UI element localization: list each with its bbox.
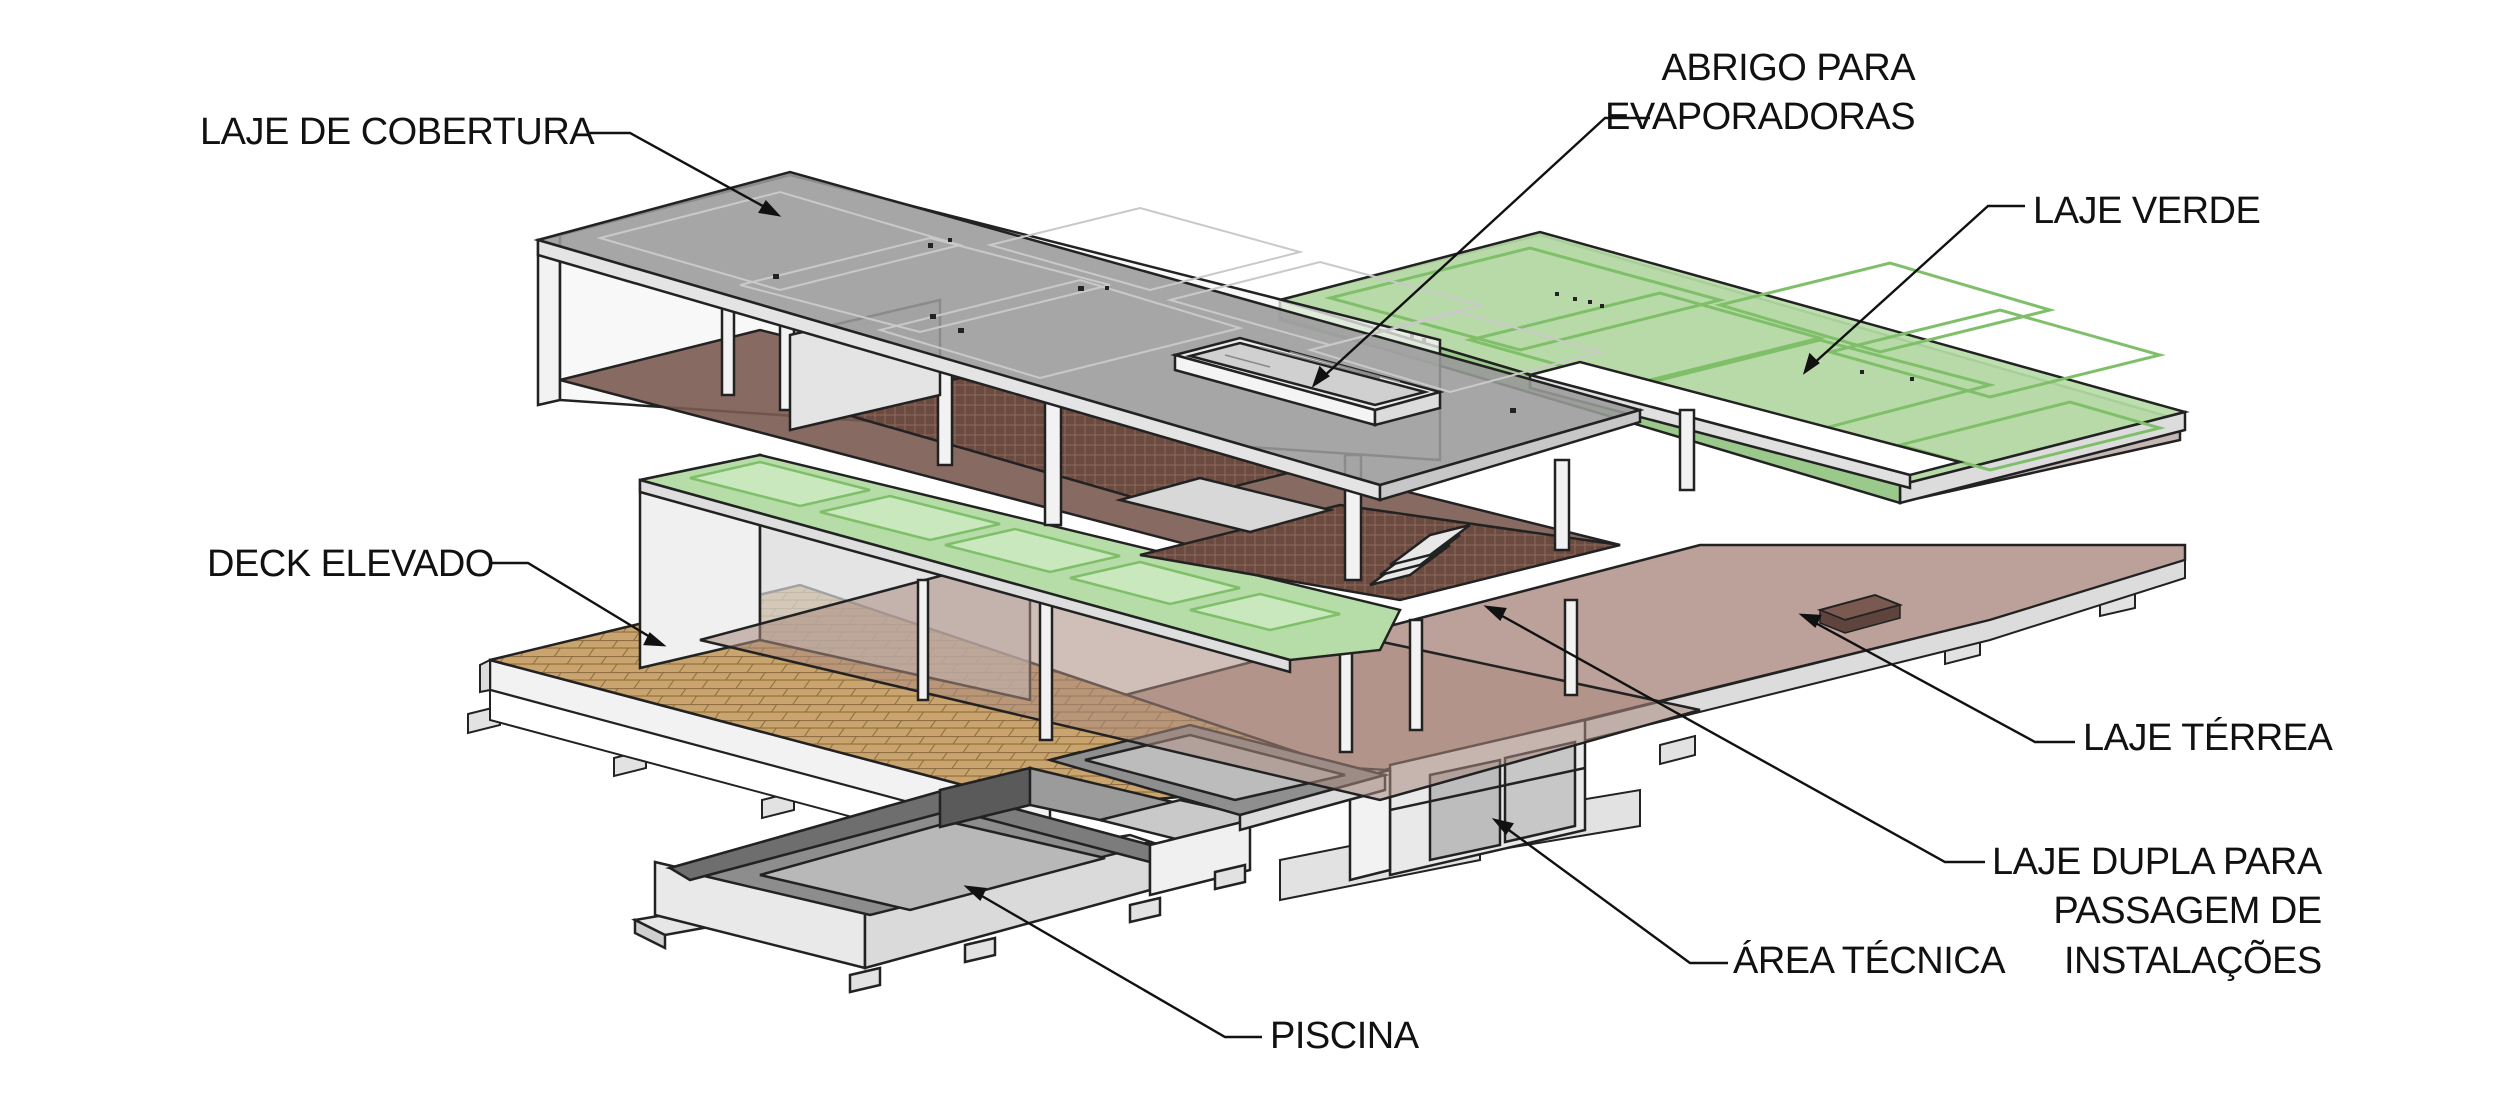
label-area-tecnica-text: ÁREA TÉCNICA — [1733, 940, 2006, 982]
leader-laje-terrea — [1798, 613, 2075, 744]
label-deck-elevado-text: DECK ELEVADO — [207, 543, 494, 585]
deck-left-wall — [479, 658, 491, 694]
label-abrigo-line-1: ABRIGO PARA — [1661, 47, 1916, 89]
equipment-block-side — [1819, 604, 1901, 634]
roof-vents — [773, 238, 1516, 413]
upper-level — [533, 170, 1696, 602]
label-laje-dupla-line-1: LAJE DUPLA PARA — [1992, 841, 2322, 883]
label-laje-verde: LAJE VERDE — [2033, 187, 2261, 236]
label-deck-elevado: DECK ELEVADO — [207, 540, 494, 589]
roof-panels — [596, 190, 1604, 394]
stair — [1369, 523, 1471, 587]
middle-level — [638, 453, 1701, 802]
label-laje-terrea-text: LAJE TÉRREA — [2083, 717, 2333, 759]
label-laje-verde-text: LAJE VERDE — [2033, 190, 2261, 232]
middle-green-panels — [689, 460, 1341, 632]
leader-laje-dupla — [1483, 605, 1985, 864]
label-laje-dupla-line-2: PASSAGEM DE — [2053, 890, 2322, 933]
label-laje-de-cobertura-text: LAJE DE COBERTURA — [200, 111, 595, 153]
leader-deck-elevado — [490, 561, 667, 647]
label-laje-dupla-line-3: INSTALAÇÕES — [2063, 939, 2322, 982]
pool-water-floor — [759, 820, 1106, 912]
leader-lines — [490, 116, 2075, 1039]
leader-area-tecnica — [1491, 817, 1728, 965]
label-area-tecnica: ÁREA TÉCNICA — [1733, 937, 2006, 986]
leader-laje-cobertura — [590, 131, 782, 217]
middle-floor — [699, 558, 1701, 802]
label-laje-terrea: LAJE TÉRREA — [2083, 714, 2333, 763]
leader-piscina — [963, 885, 1262, 1039]
label-laje-de-cobertura: LAJE DE COBERTURA — [200, 108, 595, 157]
leader-abrigo — [1311, 116, 1650, 388]
leader-laje-verde — [1802, 204, 2025, 375]
abrigo-evaporadoras — [1170, 336, 1445, 427]
label-piscina: PISCINA — [1270, 1012, 1419, 1061]
label-abrigo-line-2: EVAPORADORAS — [1605, 96, 1916, 139]
label-laje-dupla: LAJE DUPLA PARA PASSAGEM DE INSTALAÇÕES — [1992, 838, 2322, 986]
label-abrigo-para-evaporadoras: ABRIGO PARA EVAPORADORAS — [1605, 44, 1916, 143]
middle-columns — [916, 578, 1579, 754]
upper-void — [1115, 476, 1335, 534]
label-piscina-text: PISCINA — [1270, 1015, 1419, 1057]
